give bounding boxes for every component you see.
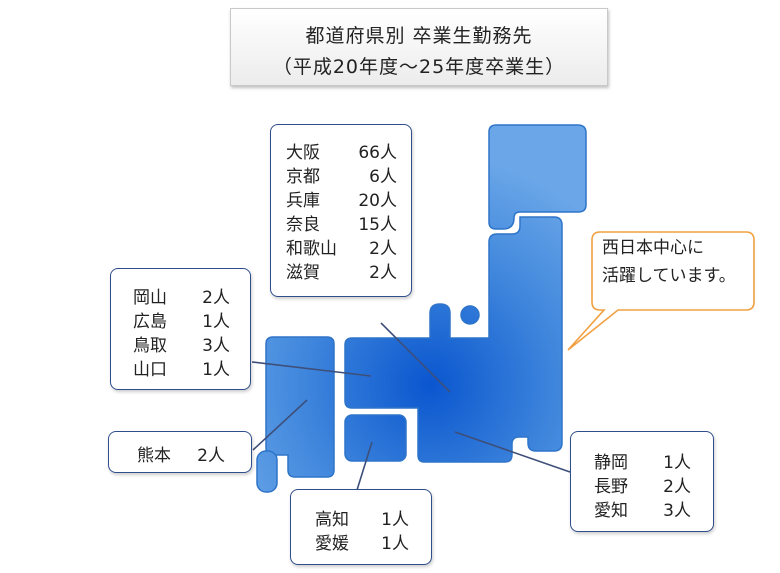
prefecture-name: 鳥取	[133, 336, 167, 356]
prefecture-count: 1人	[381, 510, 409, 530]
leader-line-chugoku	[251, 361, 372, 377]
title-line-2: （平成20年度〜25年度卒業生）	[272, 56, 566, 78]
prefecture-count: 2人	[369, 239, 397, 259]
prefecture-count: 66人	[358, 143, 397, 163]
chubu-box: 静岡 1人 長野 2人 愛知 3人	[570, 431, 714, 532]
prefecture-name: 高知	[315, 510, 349, 530]
prefecture-name: 京都	[286, 167, 320, 187]
prefecture-row: 鳥取 3人	[133, 331, 230, 356]
map-region-southern-islet	[256, 450, 278, 493]
speech-bubble: 西日本中心に 活躍しています。	[590, 232, 754, 310]
speech-bubble-shape	[567, 231, 755, 351]
prefecture-count: 1人	[202, 360, 230, 380]
map-region-shikoku	[344, 414, 407, 462]
title-box: 都道府県別 卒業生勤務先 （平成20年度〜25年度卒業生）	[230, 8, 608, 86]
prefecture-count: 2人	[197, 446, 225, 466]
title-line-1: 都道府県別 卒業生勤務先	[305, 25, 533, 47]
shikoku-box: 高知 1人 愛媛 1人	[290, 489, 432, 565]
prefecture-name: 和歌山	[286, 239, 337, 259]
prefecture-count: 2人	[202, 288, 230, 308]
prefecture-count: 3人	[663, 501, 691, 521]
map-region-hokkaido	[488, 124, 587, 230]
prefecture-name: 熊本	[137, 446, 171, 466]
prefecture-row: 長野 2人	[594, 472, 691, 497]
prefecture-row: 和歌山 2人	[286, 234, 397, 259]
prefecture-row: 広島 1人	[133, 307, 230, 332]
prefecture-count: 1人	[202, 312, 230, 332]
prefecture-row: 岡山 2人	[133, 283, 230, 308]
speech-line-1: 西日本中心に	[602, 238, 704, 258]
prefecture-count: 2人	[663, 477, 691, 497]
leader-line-kyushu	[252, 399, 308, 451]
prefecture-count: 1人	[381, 534, 409, 554]
prefecture-row: 京都 6人	[286, 162, 397, 187]
prefecture-name: 岡山	[133, 288, 167, 308]
prefecture-count: 2人	[369, 263, 397, 283]
leader-line-shikoku	[356, 441, 373, 491]
speech-line-2: 活躍しています。	[602, 266, 736, 286]
prefecture-row: 大阪 66人	[286, 138, 397, 163]
prefecture-name: 山口	[133, 360, 167, 380]
prefecture-row: 奈良 15人	[286, 210, 397, 235]
prefecture-row: 愛媛 1人	[315, 529, 409, 554]
prefecture-count: 6人	[369, 167, 397, 187]
map-region-sado	[460, 305, 480, 325]
prefecture-name: 静岡	[594, 453, 628, 473]
prefecture-row: 兵庫 20人	[286, 186, 397, 211]
prefecture-count: 20人	[358, 191, 397, 211]
prefecture-count: 15人	[358, 215, 397, 235]
map-region-honshu	[344, 216, 563, 463]
kyushu-box: 熊本 2人	[108, 431, 252, 473]
leader-line-chubu	[454, 431, 571, 473]
prefecture-row: 滋賀 2人	[286, 258, 397, 283]
prefecture-name: 長野	[594, 477, 628, 497]
prefecture-name: 奈良	[286, 215, 320, 235]
prefecture-row: 愛知 3人	[594, 496, 691, 521]
prefecture-name: 滋賀	[286, 263, 320, 283]
prefecture-row: 高知 1人	[315, 505, 409, 530]
prefecture-row: 山口 1人	[133, 355, 230, 380]
prefecture-name: 愛知	[594, 501, 628, 521]
prefecture-row: 静岡 1人	[594, 448, 691, 473]
prefecture-name: 大阪	[286, 143, 320, 163]
prefecture-count: 3人	[202, 336, 230, 356]
prefecture-row: 熊本 2人	[137, 441, 225, 466]
prefecture-name: 兵庫	[286, 191, 320, 211]
leader-line-kinki	[380, 322, 451, 393]
kinki-box: 大阪 66人 京都 6人 兵庫 20人 奈良 15人 和歌山 2人 滋賀 2人	[270, 124, 412, 297]
prefecture-count: 1人	[663, 453, 691, 473]
chugoku-box: 岡山 2人 広島 1人 鳥取 3人 山口 1人	[110, 268, 251, 390]
prefecture-name: 広島	[133, 312, 167, 332]
prefecture-name: 愛媛	[315, 534, 349, 554]
